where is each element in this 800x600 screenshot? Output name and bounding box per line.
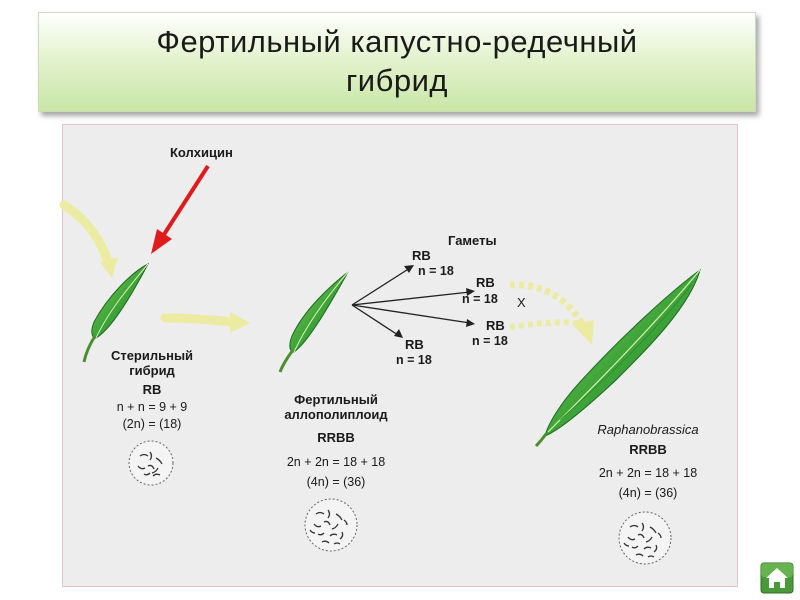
- slide-title: Фертильный капустно-редечный гибрид: [156, 23, 637, 101]
- chromosome-cell-raphanobrassica: [618, 511, 672, 565]
- gamete-arrowheads: [394, 265, 475, 338]
- home-icon: [760, 562, 794, 594]
- title-line-2: гибрид: [345, 63, 448, 98]
- fertile-formula-2: (4n) = (36): [306, 475, 366, 489]
- home-button[interactable]: [760, 562, 794, 594]
- sterile-name-line-2: гибрид: [129, 363, 175, 378]
- sterile-genome: RB: [142, 382, 162, 397]
- fertile-formula-1: 2n + 2n = 18 + 18: [286, 455, 386, 469]
- gamete-4-count: n = 18: [396, 353, 432, 367]
- sterile-formula-1: n + n = 9 + 9: [116, 400, 188, 414]
- gamete-arrows: [351, 267, 471, 336]
- raphanobrassica-formula-2: (4n) = (36): [618, 486, 678, 500]
- sterile-hybrid-name: Стерильный гибрид: [92, 348, 212, 378]
- sterile-formula-2: (2n) = (18): [122, 417, 182, 431]
- chromosome-cell-fertile: [304, 498, 358, 552]
- leaf-fertile-allopolyploid: [278, 271, 349, 373]
- leaf-raphanobrassica: [534, 268, 701, 448]
- chromosome-cell-sterile: [128, 440, 174, 486]
- yellow-arrow-left: [59, 200, 118, 278]
- gamete-3-count: n = 18: [472, 334, 508, 348]
- fertile-genome: RRBB: [317, 430, 355, 445]
- colchicine-label: Колхицин: [170, 145, 233, 160]
- yellow-arrow-right: [509, 281, 594, 345]
- title-banner: Фертильный капустно-редечный гибрид: [38, 12, 756, 112]
- gamete-4-genome: RB: [405, 337, 424, 352]
- raphanobrassica-genome: RRBB: [629, 442, 667, 457]
- yellow-arrow-middle: [160, 312, 250, 333]
- fertile-name-line-2: аллополиплоид: [284, 407, 388, 422]
- colchicine-arrow: [151, 164, 210, 254]
- leaf-sterile-hybrid: [82, 262, 150, 363]
- cross-mark: X: [517, 295, 526, 310]
- gamete-2-genome: RB: [476, 275, 495, 290]
- gametes-label: Гаметы: [448, 233, 497, 248]
- gamete-3-genome: RB: [486, 318, 505, 333]
- raphanobrassica-name: Raphanobrassica: [597, 422, 699, 437]
- fertile-allopolyploid-name: Фертильный аллополиплоид: [266, 392, 406, 422]
- gamete-2-count: n = 18: [462, 292, 498, 306]
- gamete-1-genome: RB: [412, 248, 431, 263]
- title-line-1: Фертильный капустно-редечный: [156, 24, 638, 60]
- fertile-name-line-1: Фертильный: [294, 392, 378, 407]
- sterile-name-line-1: Стерильный: [110, 348, 194, 363]
- gamete-1-count: n = 18: [418, 264, 454, 278]
- raphanobrassica-formula-1: 2n + 2n = 18 + 18: [598, 466, 698, 480]
